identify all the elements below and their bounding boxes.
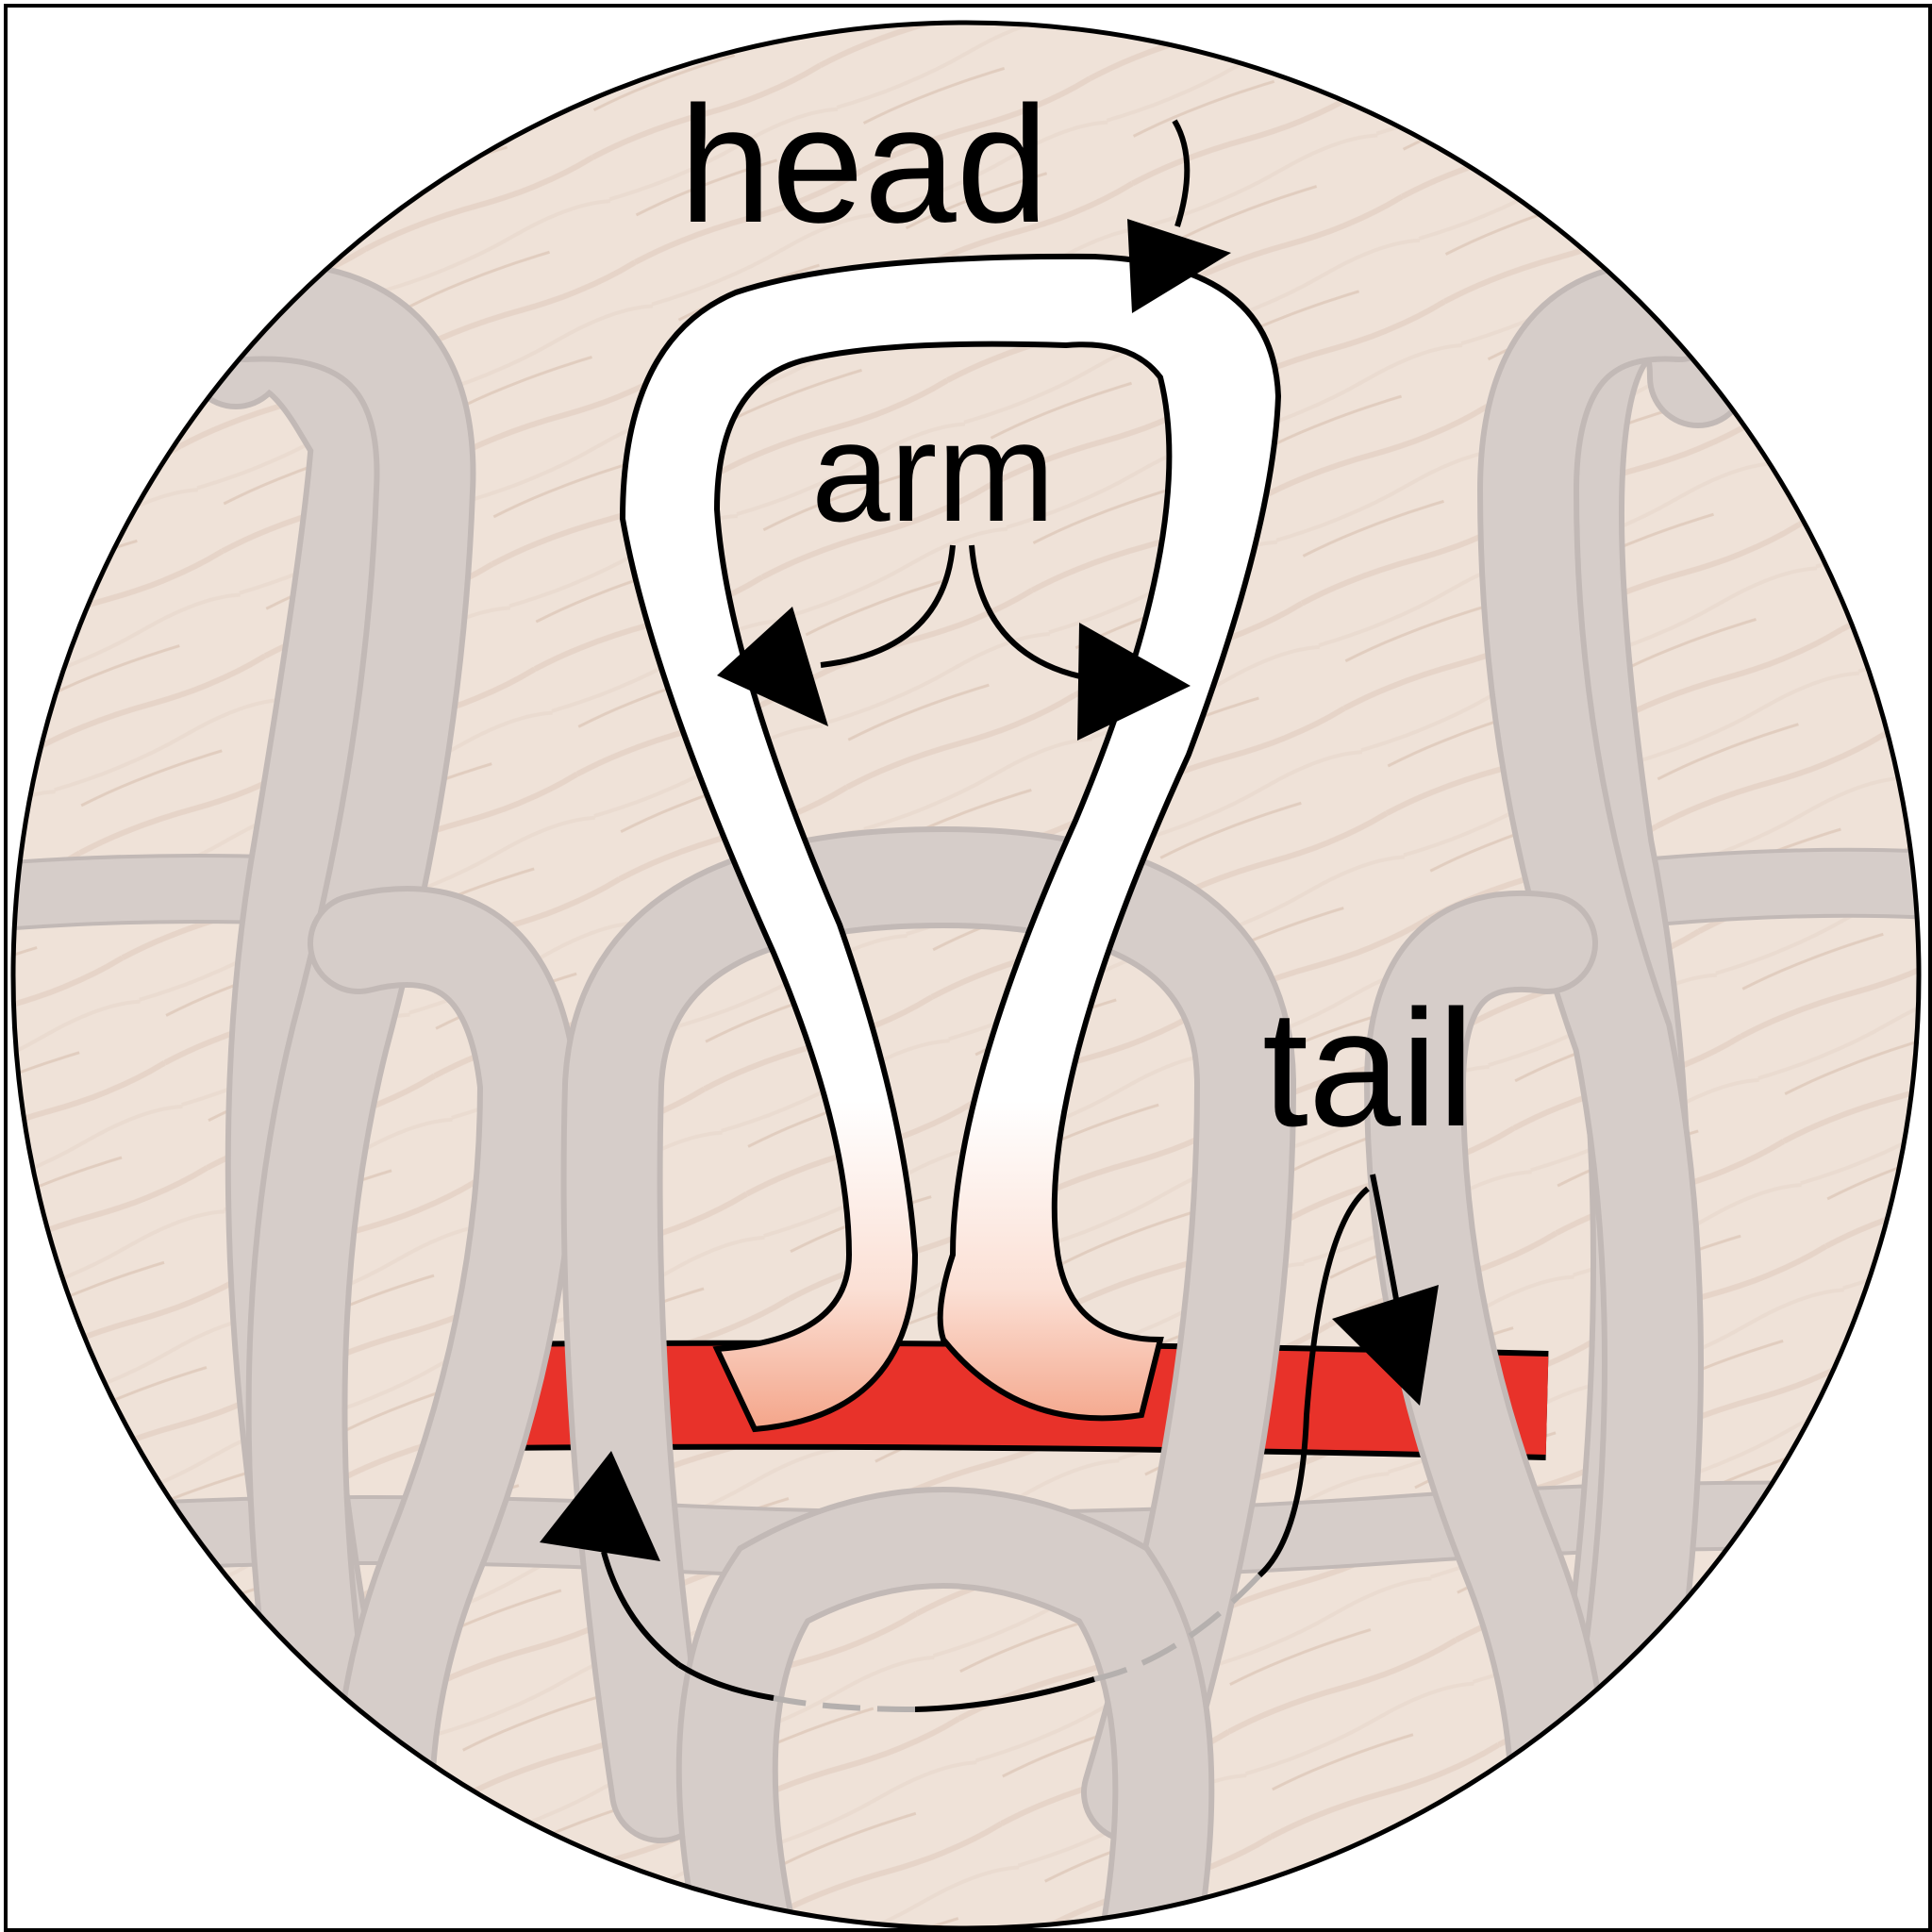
arm-arrow-left [717, 607, 828, 726]
outline-circle [10, 20, 1922, 1931]
tail-label: tail [1262, 976, 1474, 1161]
lower-arrowhead [540, 1451, 660, 1561]
tail-arrowhead [1332, 1285, 1439, 1406]
arm-arrow-right [1077, 623, 1191, 741]
tail-path [601, 1186, 1370, 1712]
arm-bracket [820, 544, 1095, 682]
head-arrowhead [1127, 219, 1231, 313]
highlighted-stitch [619, 253, 1282, 1433]
arm-label: arm [811, 392, 1055, 551]
head-arrow-curve [1172, 119, 1191, 227]
head-label: head [679, 73, 1049, 258]
knit-fabric [13, 253, 1919, 1928]
annotation-arrows [540, 119, 1439, 1561]
